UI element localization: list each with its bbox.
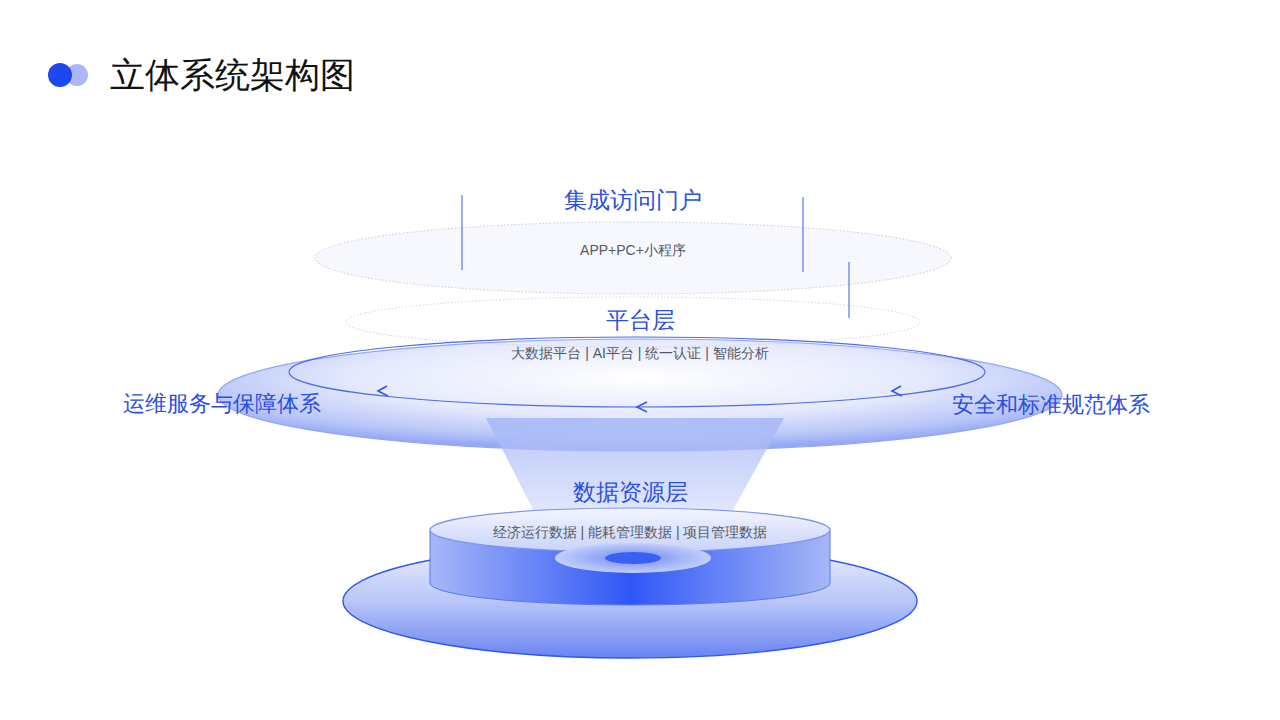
cylinder-core	[555, 543, 711, 573]
layer-body: 大数据平台 | AI平台 | 统一认证 | 智能分析	[216, 343, 1064, 363]
portal-layer: 集成访问门户 APP+PC+小程序	[313, 180, 953, 298]
cylinder-core-center	[605, 552, 661, 564]
page-title: 立体系统架构图	[110, 53, 355, 97]
icon-dot	[48, 63, 72, 87]
layer-heading: 集成访问门户	[313, 186, 953, 214]
icon-dot-light	[66, 64, 88, 86]
layer-heading: 平台层	[216, 306, 1064, 334]
platform-layer: 平台层大数据平台 | AI平台 | 统一认证 | 智能分析	[216, 292, 1064, 456]
layer-body: APP+PC+小程序	[313, 240, 953, 260]
layer-body: 经济运行数据 | 能耗管理数据 | 项目管理数据	[340, 522, 920, 542]
layer-heading: 数据资源层	[340, 478, 920, 506]
system-label: 安全和标准规范体系	[952, 391, 1150, 419]
system-label: 运维服务与保障体系	[123, 390, 321, 418]
data-layer: 数据资源层经济运行数据 | 能耗管理数据 | 项目管理数据	[340, 470, 920, 662]
